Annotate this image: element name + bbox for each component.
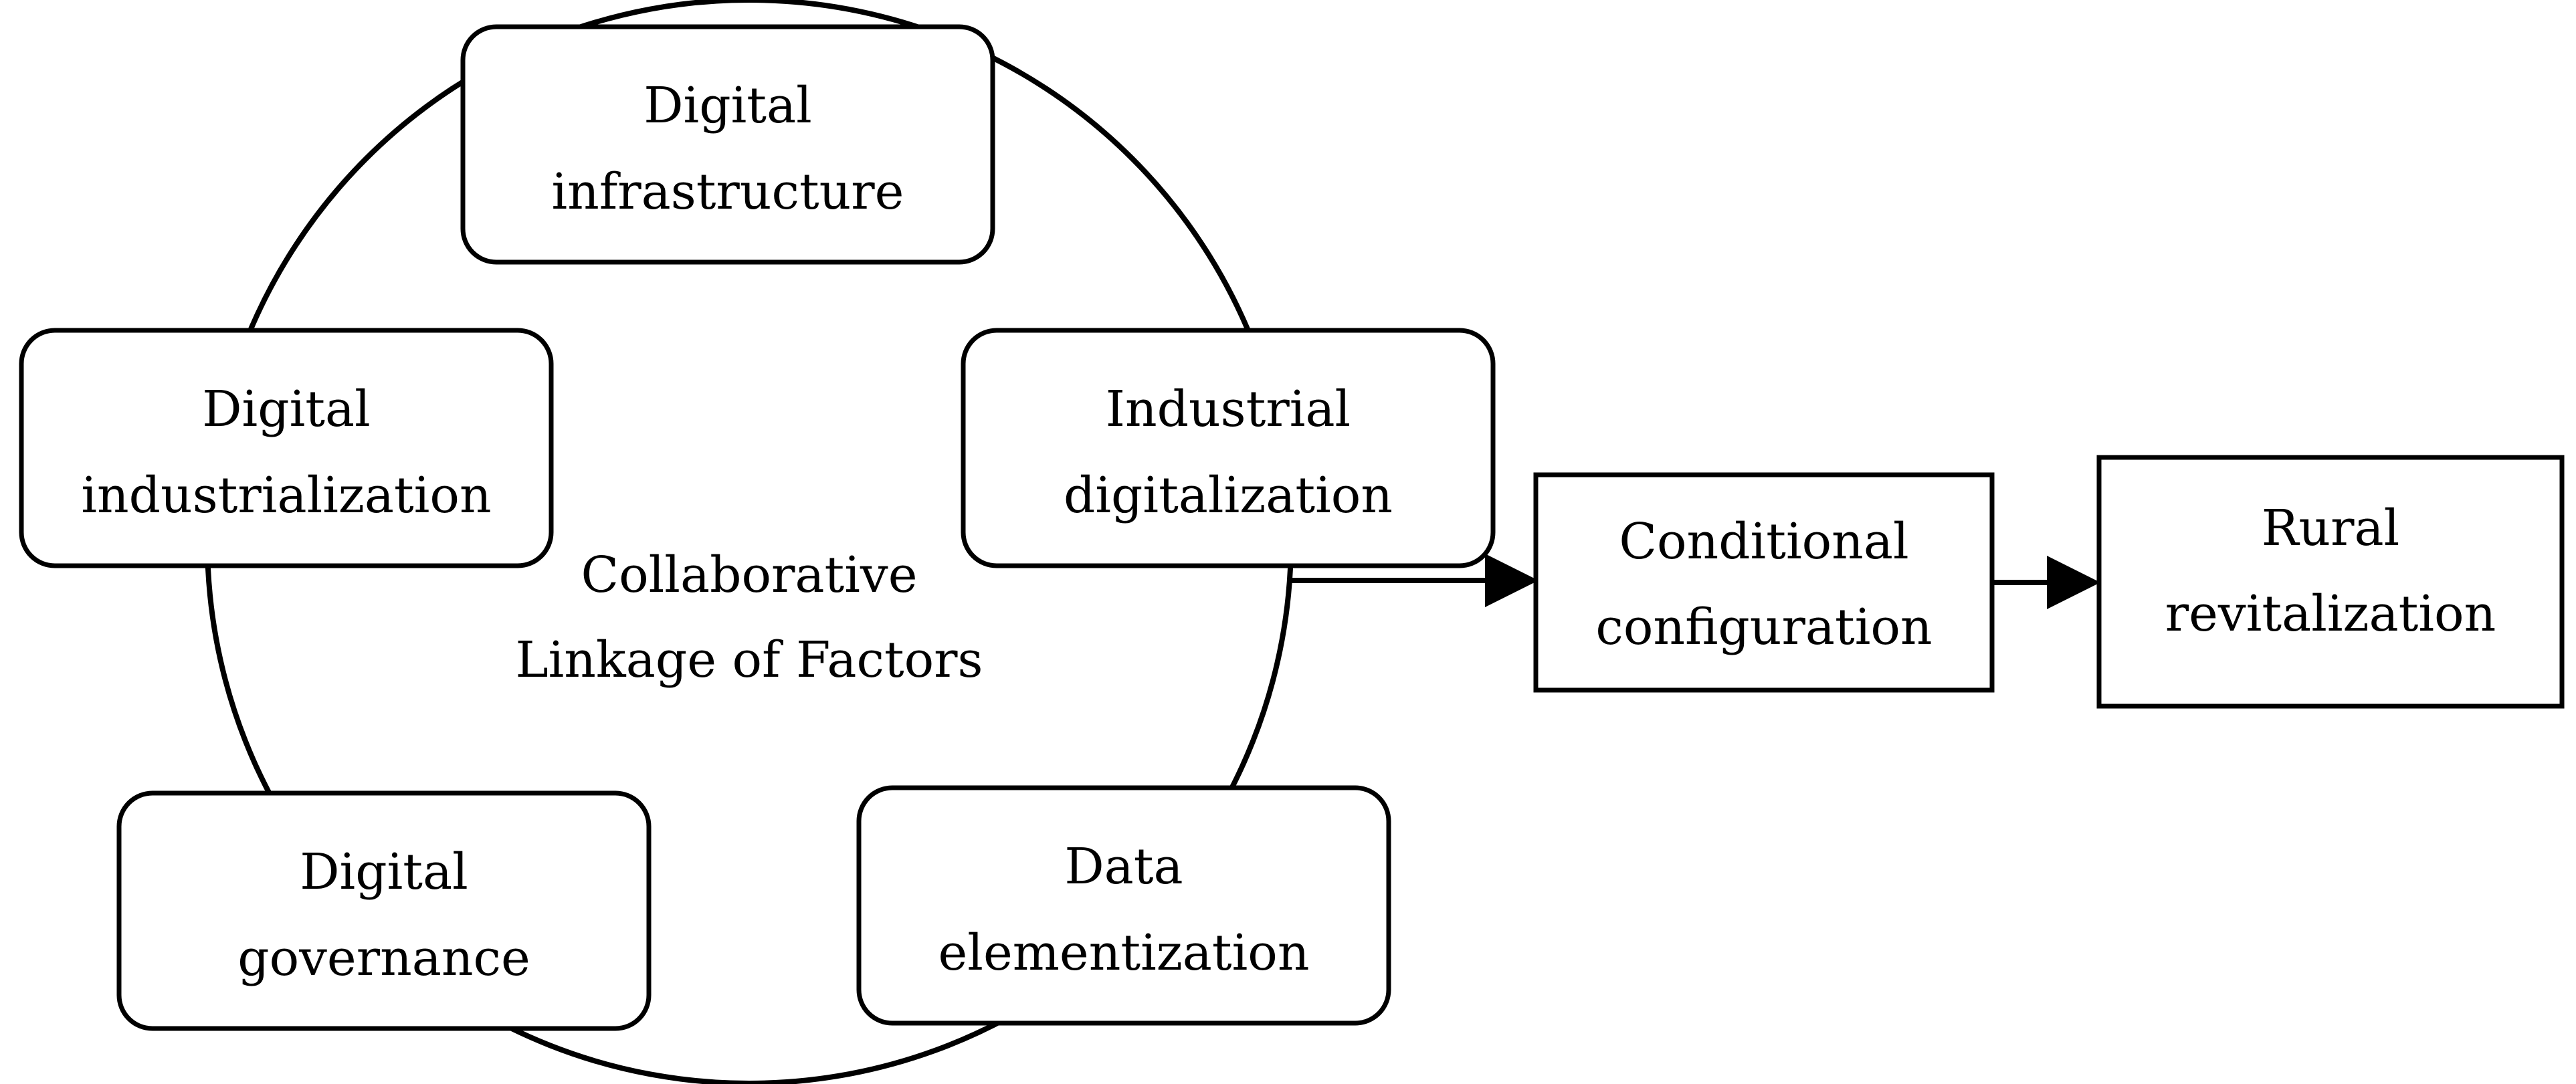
node-data-elementization-box	[856, 785, 1391, 1026]
node-digital-infrastructure-line2: infrastructure	[552, 163, 904, 221]
node-digital-industrialization-line1: Digital	[202, 381, 371, 438]
center-label-line2: Linkage of Factors	[515, 631, 983, 689]
node-rural-revitalization-line1: Rural	[2262, 500, 2400, 557]
node-data-elementization-line2: elementization	[938, 924, 1310, 982]
node-data-elementization-line1: Data	[1064, 838, 1183, 895]
node-rural-revitalization: Rural revitalization	[2096, 455, 2565, 709]
node-conditional-configuration: Conditional configuration	[1533, 472, 1995, 693]
node-digital-industrialization-line2: industrialization	[81, 467, 491, 524]
node-conditional-configuration-box	[1533, 472, 1995, 693]
node-conditional-configuration-line2: configuration	[1595, 599, 1932, 656]
node-data-elementization: Data elementization	[856, 785, 1391, 1026]
node-rural-revitalization-box	[2096, 455, 2565, 709]
node-digital-governance: Digital governance	[116, 790, 652, 1031]
node-conditional-configuration-line1: Conditional	[1619, 513, 1908, 570]
node-digital-governance-line2: governance	[237, 930, 530, 987]
node-industrial-digitalization-line1: Industrial	[1106, 381, 1351, 438]
node-industrial-digitalization-box	[961, 328, 1496, 568]
node-digital-infrastructure: Digital infrastructure	[460, 24, 995, 265]
node-digital-governance-line1: Digital	[300, 843, 468, 901]
node-digital-infrastructure-box	[460, 24, 995, 265]
node-industrial-digitalization: Industrial digitalization	[961, 328, 1496, 568]
node-digital-infrastructure-line1: Digital	[643, 77, 812, 134]
node-digital-industrialization-box	[19, 328, 554, 568]
node-digital-industrialization: Digital industrialization	[19, 328, 554, 568]
cycle-center-label: Collaborative Linkage of Factors	[515, 546, 983, 689]
node-industrial-digitalization-line2: digitalization	[1064, 467, 1393, 524]
center-label-line1: Collaborative	[581, 546, 917, 604]
node-rural-revitalization-line2: revitalization	[2165, 585, 2496, 643]
node-digital-governance-box	[116, 790, 652, 1031]
